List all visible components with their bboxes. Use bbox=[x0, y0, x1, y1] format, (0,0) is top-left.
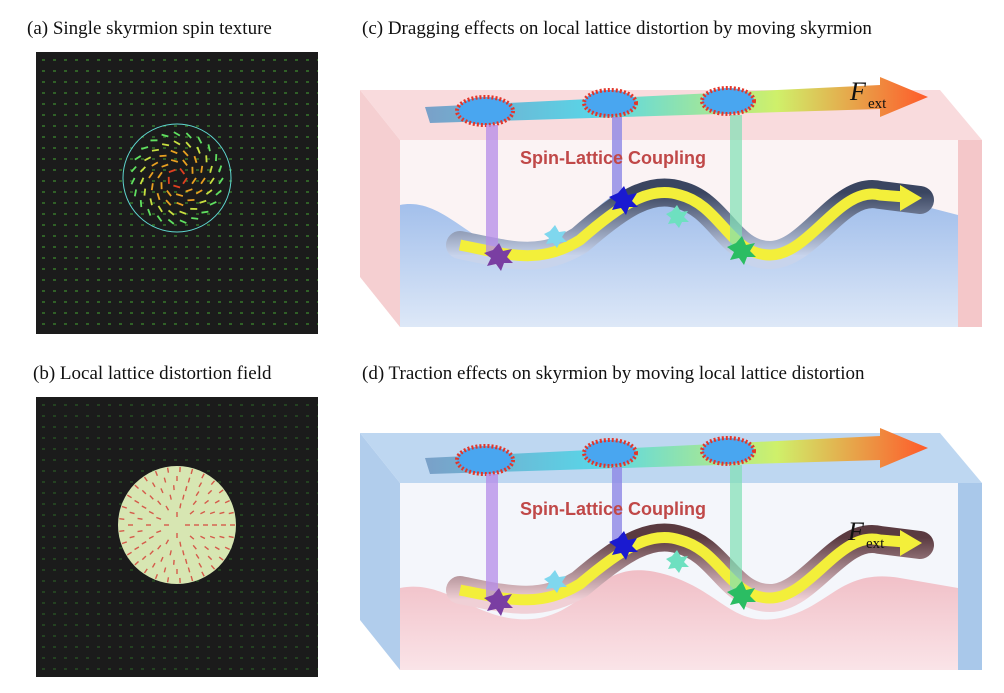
skyrmion-boundary-ring bbox=[122, 123, 232, 233]
coupling-beam-2 bbox=[612, 467, 622, 544]
distortion-burst-4 bbox=[544, 570, 567, 593]
distortion-burst-5 bbox=[666, 550, 689, 573]
skyrmion-2 bbox=[582, 88, 638, 118]
yellow-path-arrowhead bbox=[900, 530, 922, 556]
box-left-face bbox=[360, 90, 400, 327]
caption-panel-c: (c) Dragging effects on local lattice di… bbox=[362, 18, 872, 39]
yellow-motion-path bbox=[458, 186, 906, 262]
skyrmion-1 bbox=[455, 95, 515, 127]
radial-distortion-arrows bbox=[119, 467, 235, 583]
coupling-beam-3 bbox=[730, 465, 742, 593]
distortion-burst-3 bbox=[727, 581, 756, 610]
coupling-beam-1 bbox=[486, 474, 498, 598]
yellow-motion-path bbox=[458, 531, 906, 606]
force-label-subscript: ext bbox=[868, 96, 887, 112]
caption-panel-a: (a) Single skyrmion spin texture bbox=[27, 18, 272, 39]
spin-lattice-coupling-label: Spin-Lattice Coupling bbox=[520, 148, 706, 168]
distortion-burst-5 bbox=[666, 205, 689, 228]
coupling-beam-3 bbox=[730, 115, 742, 250]
skyrmion-3 bbox=[700, 86, 756, 116]
box-right-face bbox=[958, 140, 982, 327]
distortion-burst-3 bbox=[727, 236, 756, 265]
skyrmion-1 bbox=[455, 444, 515, 476]
spin-texture-background bbox=[36, 52, 318, 334]
box-left-face bbox=[360, 433, 400, 670]
skyrmion-3 bbox=[700, 436, 756, 466]
lattice-wave-surface bbox=[400, 570, 958, 670]
distortion-burst-2 bbox=[609, 186, 638, 215]
distortion-burst-1 bbox=[484, 588, 513, 616]
dragging-effects-diagram: Spin-Lattice Coupling F ext bbox=[360, 77, 982, 327]
lattice-distortion-field-image bbox=[36, 397, 318, 677]
traction-effects-diagram: Spin-Lattice Coupling F ext bbox=[360, 428, 982, 670]
distortion-disk bbox=[118, 466, 236, 584]
caption-panel-d: (d) Traction effects on skyrmion by movi… bbox=[362, 363, 865, 384]
force-label-subscript: ext bbox=[866, 536, 885, 552]
distortion-burst-1 bbox=[484, 243, 513, 271]
spin-lattice-coupling-label: Spin-Lattice Coupling bbox=[520, 499, 706, 519]
distortion-burst-2 bbox=[609, 531, 638, 560]
caption-panel-b: (b) Local lattice distortion field bbox=[33, 363, 272, 384]
motion-direction-arrow bbox=[425, 428, 928, 474]
distortion-burst-4 bbox=[544, 225, 567, 248]
external-force-arrow bbox=[425, 77, 928, 123]
box-right-face bbox=[958, 483, 982, 670]
force-label-symbol: F bbox=[849, 77, 867, 106]
background-spin-grid bbox=[42, 59, 318, 325]
force-label-symbol: F bbox=[847, 517, 865, 546]
coupling-beam-1 bbox=[486, 125, 498, 255]
skyrmion-spin-texture-image bbox=[36, 52, 318, 334]
skyrmion-2 bbox=[582, 438, 638, 468]
coupling-beam-2 bbox=[612, 117, 622, 199]
yellow-path-arrowhead bbox=[900, 185, 922, 211]
skyrmion-spin-arrows bbox=[130, 131, 224, 225]
